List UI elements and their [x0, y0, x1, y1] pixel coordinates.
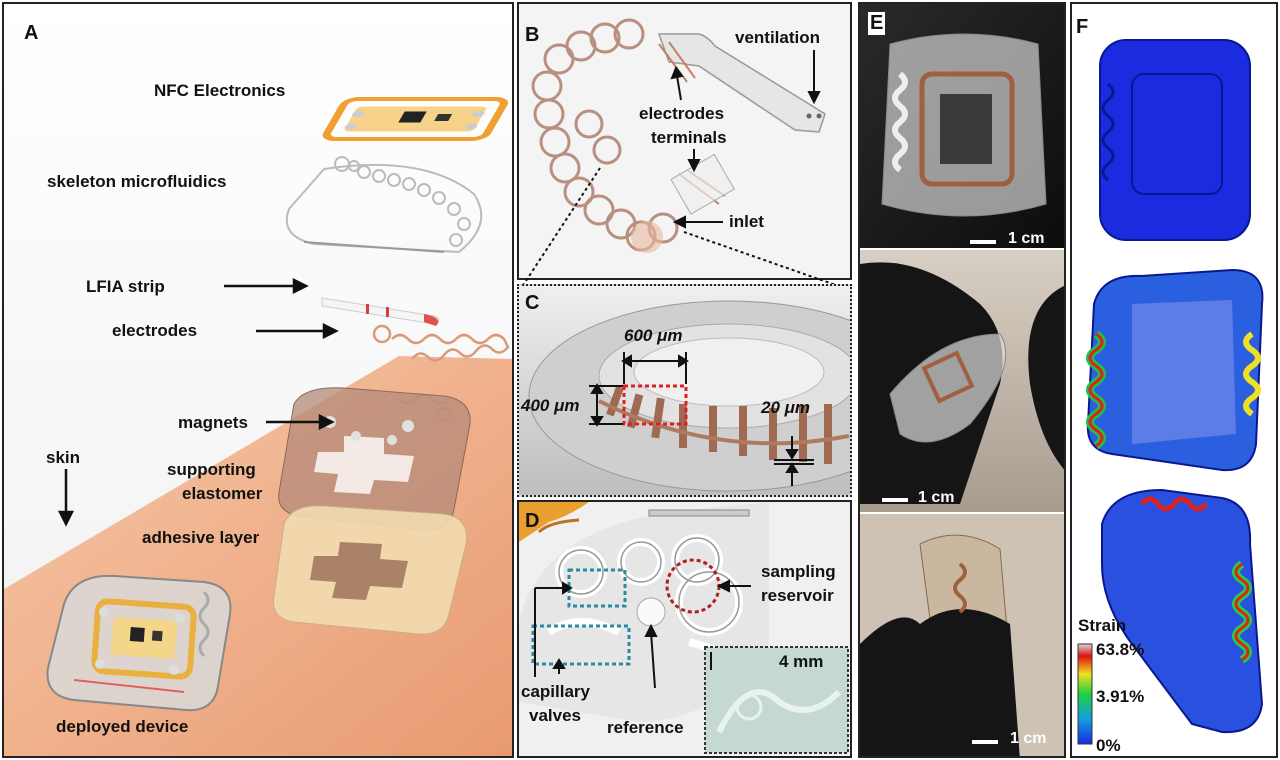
- label-electrodes-terminals-line2: terminals: [651, 128, 727, 147]
- label-adhesive-layer: adhesive layer: [142, 528, 260, 547]
- label-inlet: inlet: [729, 212, 764, 231]
- panel-label-d: D: [525, 510, 540, 532]
- skeleton-microfluidics-layer: [285, 156, 483, 254]
- panel-d-illustration: [519, 502, 849, 754]
- panel-label-c: C: [525, 292, 540, 314]
- legend-mid: 3.91%: [1096, 687, 1145, 706]
- panel-f-strain-maps: [1077, 39, 1264, 745]
- label-dim-600: 600 μm: [624, 326, 683, 345]
- panel-b: B ventilation electrodes terminals inlet: [517, 2, 852, 280]
- panel-a-illustration: [4, 4, 512, 756]
- legend-max: 63.8%: [1096, 640, 1145, 659]
- panel-label-f: F: [1076, 16, 1089, 38]
- label-dim-400: 400 μm: [521, 396, 580, 415]
- label-lfia-strip: LFIA strip: [86, 277, 165, 296]
- label-deployed-device: deployed device: [56, 717, 189, 736]
- panel-c-illustration: [519, 286, 850, 495]
- label-reservoir: reservoir: [761, 586, 834, 605]
- label-dim-20: 20 μm: [761, 398, 810, 417]
- legend-min: 0%: [1096, 736, 1121, 755]
- label-nfc-electronics: NFC Electronics: [154, 81, 286, 100]
- label-valves: valves: [529, 706, 581, 725]
- label-scale-1cm-middle: 1 cm: [918, 489, 955, 506]
- label-elastomer: elastomer: [182, 484, 263, 503]
- panel-b-illustration: [531, 18, 826, 253]
- nfc-electronics-layer: [322, 97, 509, 141]
- label-skin: skin: [46, 448, 81, 467]
- deployed-device-illustration: [46, 574, 232, 712]
- panel-f: F Strain 63.8% 3.91% 0%: [1070, 2, 1278, 758]
- label-supporting: supporting: [167, 460, 256, 479]
- magnet-dot: [387, 435, 397, 445]
- label-scale-1cm-bottom: 1 cm: [1010, 730, 1047, 747]
- legend-title-strain: Strain: [1078, 616, 1127, 635]
- panel-e: E 1 cm 1 cm 1 cm: [858, 2, 1066, 758]
- panel-a-arrows: [57, 277, 339, 527]
- label-scale-1cm-top: 1 cm: [1008, 230, 1045, 247]
- label-scale-4mm: 4 mm: [779, 652, 824, 671]
- panel-a: A NFC Electronics skeleton microfluidics…: [2, 2, 514, 758]
- label-reference: reference: [607, 718, 684, 737]
- panel-e-photos: [860, 4, 1064, 756]
- lfia-strip-layer: [321, 297, 440, 326]
- magnet-dot: [351, 431, 361, 441]
- label-electrodes-terminals-line1: electrodes: [639, 104, 725, 123]
- reference-electrode: [636, 597, 666, 627]
- panel-label-b: B: [525, 24, 540, 46]
- adhesive-layer: [272, 505, 468, 635]
- label-capillary: capillary: [521, 682, 590, 701]
- label-skeleton-microfluidics: skeleton microfluidics: [47, 172, 227, 191]
- label-magnets: magnets: [178, 413, 248, 432]
- label-ventilation: ventilation: [735, 28, 821, 47]
- magnet-dot: [402, 420, 414, 432]
- panel-c: C 600 μm 400 μm 20 μm: [517, 284, 852, 497]
- label-electrodes: electrodes: [112, 321, 198, 340]
- panel-label-a: A: [24, 22, 39, 44]
- panel-label-e: E: [868, 12, 886, 35]
- panel-d: D sampling reservoir 4 mm capillary valv…: [517, 500, 852, 758]
- label-sampling: sampling: [761, 562, 836, 581]
